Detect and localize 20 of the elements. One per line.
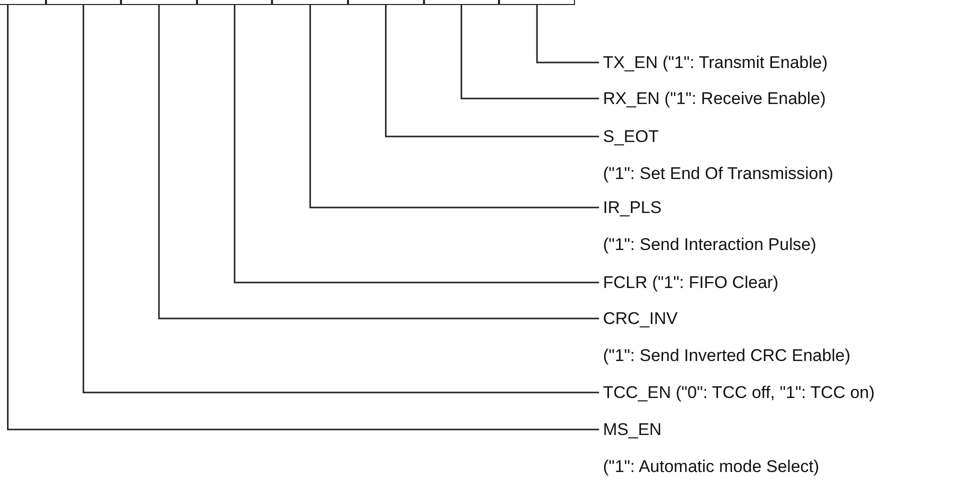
bit-description: ("1": Automatic mode Select)	[603, 456, 820, 478]
leader-line	[460, 5, 599, 100]
leader-line	[7, 5, 599, 430]
bit-description: ("1": Send Interaction Pulse)	[603, 234, 816, 256]
bit-name-label: MS_EN	[603, 419, 663, 441]
bit-name-label: TCC_EN ("0": TCC off, "1": TCC on)	[603, 382, 875, 404]
leader-line	[385, 5, 599, 138]
leader-line	[309, 5, 599, 208]
bit-name-label: TX_EN ("1": Transmit Enable)	[603, 52, 828, 74]
leader-line	[82, 5, 599, 394]
leader-line	[234, 5, 599, 284]
bit-description: ("1": Send Inverted CRC Enable)	[603, 345, 850, 367]
bit-name-label: FCLR ("1": FIFO Clear)	[603, 272, 778, 294]
leader-line	[536, 5, 599, 64]
bit-name-label: S_EOT	[603, 126, 660, 148]
leader-line	[158, 5, 599, 320]
bit-name-label: CRC_INV	[603, 308, 679, 330]
bit-name-label: IR_PLS	[603, 197, 663, 219]
bit-description: ("1": Set End Of Transmission)	[603, 163, 834, 185]
bit-name-label: RX_EN ("1": Receive Enable)	[603, 88, 826, 110]
